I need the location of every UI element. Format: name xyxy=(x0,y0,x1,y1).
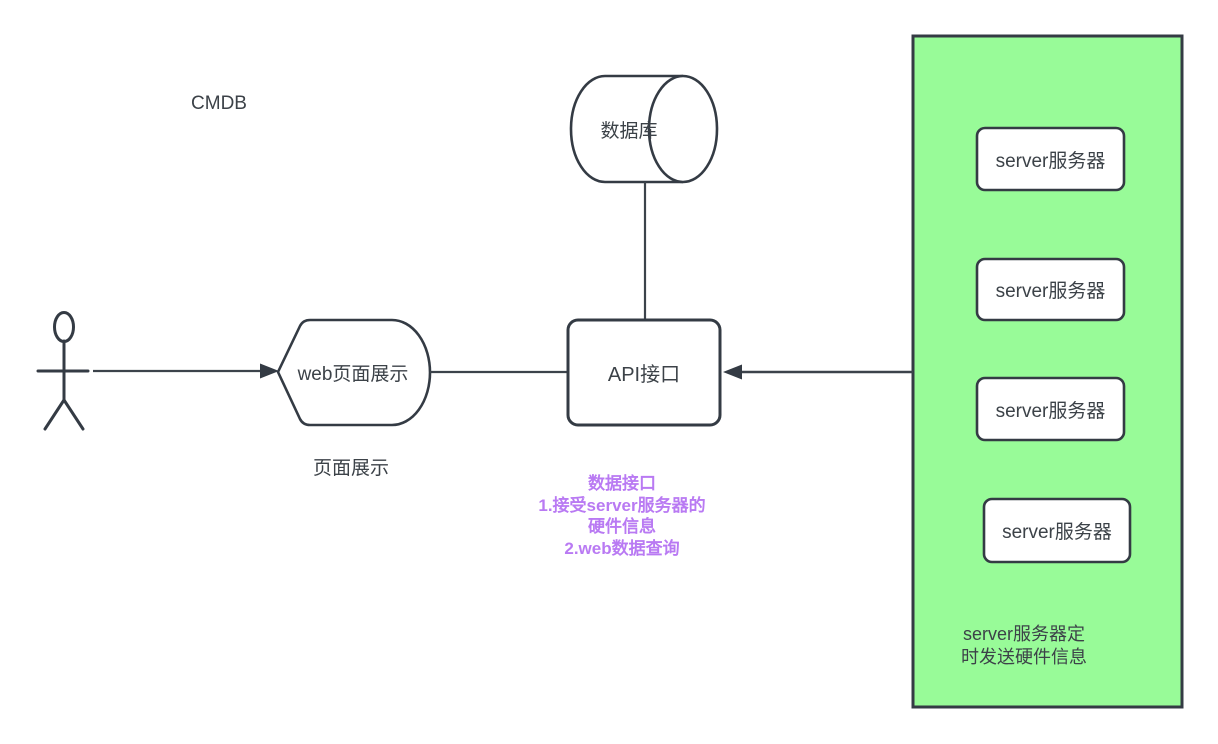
actor-leg-left xyxy=(43,398,66,431)
api-box xyxy=(566,318,722,427)
connector-servers-to-api xyxy=(723,364,913,380)
arrowhead-right-icon xyxy=(260,363,279,379)
actor-icon xyxy=(36,311,90,431)
actor-head xyxy=(53,311,75,343)
database-cap xyxy=(647,74,719,184)
web-display-shape xyxy=(276,318,432,427)
server-box-2 xyxy=(975,257,1126,322)
server-box-3 xyxy=(975,376,1126,442)
server-box-4 xyxy=(982,497,1132,564)
connector-actor-to-web xyxy=(93,363,279,379)
server-box-1 xyxy=(975,126,1126,192)
arrowhead-left-icon xyxy=(723,364,742,380)
actor-leg-right xyxy=(62,398,85,431)
database-cylinder xyxy=(569,74,719,184)
